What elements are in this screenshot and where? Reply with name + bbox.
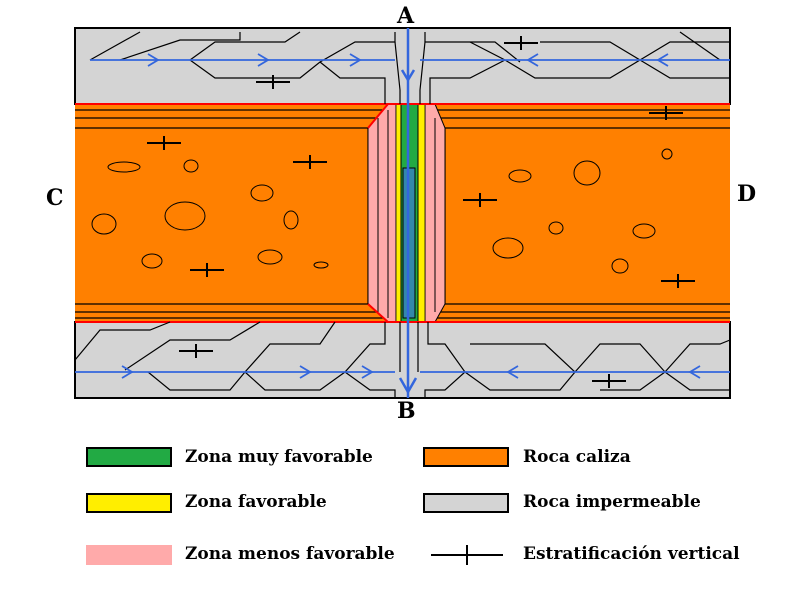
label-b: B (397, 398, 416, 424)
top-flow-arrows (90, 53, 730, 67)
legend-swatch-roca-impermeable (423, 493, 509, 513)
top-impermeable-layer (74, 27, 731, 105)
right-cavities (492, 148, 673, 274)
vertical-flow-arrow (398, 28, 418, 398)
label-a: A (397, 3, 415, 29)
legend-swatch-menos-favorable (86, 545, 172, 565)
left-limestone-strata (75, 109, 388, 319)
legend-label-estratificacion: Estratificación vertical (523, 544, 740, 564)
left-cavities (91, 159, 329, 269)
cross-icon (147, 36, 695, 388)
bottom-flow-arrows (75, 365, 730, 379)
zona-menos-favorable-left (367, 103, 397, 323)
top-impermeable-strata (89, 31, 730, 104)
legend-swatch-favorable (86, 493, 172, 513)
legend-swatch-muy-favorable (86, 447, 172, 467)
legend-label-roca-impermeable: Roca impermeable (523, 492, 701, 512)
zona-favorable-left (395, 103, 402, 323)
bottom-impermeable-layer (74, 321, 731, 399)
label-d: D (737, 181, 757, 207)
legend-label-menos-favorable: Zona menos favorable (185, 544, 395, 564)
zona-favorable-right (417, 103, 426, 323)
legend-swatch-roca-caliza (423, 447, 509, 467)
legend-label-roca-caliza: Roca caliza (523, 447, 631, 467)
cross-icon (431, 545, 503, 565)
legend-label-muy-favorable: Zona muy favorable (185, 447, 373, 467)
label-c: C (46, 185, 64, 211)
legend-label-favorable: Zona favorable (185, 492, 327, 512)
